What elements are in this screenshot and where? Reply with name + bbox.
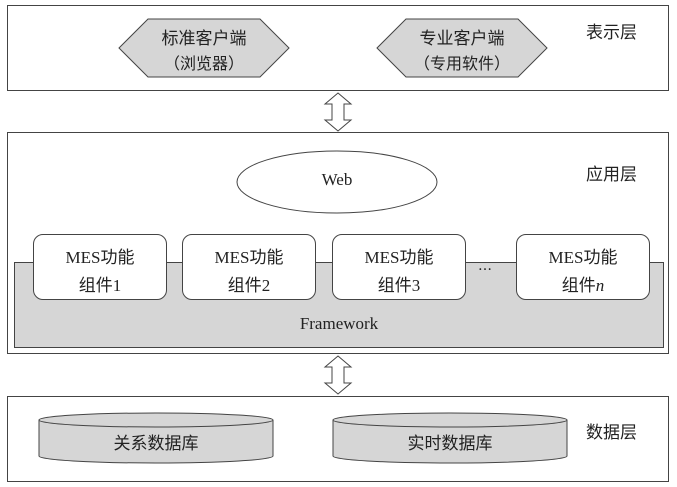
application-layer-label: 应用层 [586,165,637,185]
standard-client-title: 标准客户端 [161,29,247,49]
mes-component-2: MES功能 组件2 [182,234,316,300]
professional-client-title: 专业客户端 [419,29,505,49]
presentation-layer [7,5,669,91]
component-name: 组件n [517,271,649,296]
cylinder-shape [332,412,568,464]
component-title: MES功能 [364,248,434,267]
standard-client-hexagon: 标准客户端 （浏览器） [118,18,290,78]
component-title: MES功能 [65,248,135,267]
cylinder-shape [38,412,274,464]
ellipse-shape [236,150,438,214]
component-name-suffix: n [595,276,605,295]
framework-label: Framework [299,314,379,333]
relational-database-cylinder: 关系数据库 [38,412,274,464]
professional-client-subtitle: （专用软件） [413,54,510,73]
presentation-layer-label: 表示层 [586,23,637,43]
mes-component-1: MES功能 组件1 [33,234,167,300]
standard-client-subtitle: （浏览器） [163,54,244,73]
mes-component-n: MES功能 组件n [516,234,650,300]
ellipsis: … [478,258,494,274]
component-name-prefix: 组件 [561,276,596,295]
relational-database-label: 关系数据库 [113,434,199,454]
hexagon-shape [376,18,548,78]
realtime-database-cylinder: 实时数据库 [332,412,568,464]
component-title: MES功能 [548,248,618,267]
hexagon-shape [118,18,290,78]
double-arrow-icon [323,355,353,395]
data-layer-label: 数据层 [586,423,637,443]
component-name: 组件1 [78,276,122,295]
component-name: 组件2 [227,276,271,295]
mes-component-3: MES功能 组件3 [332,234,466,300]
web-ellipse: Web [236,150,438,214]
web-label: Web [321,170,353,189]
component-title: MES功能 [214,248,284,267]
professional-client-hexagon: 专业客户端 （专用软件） [376,18,548,78]
realtime-database-label: 实时数据库 [407,434,493,454]
component-name: 组件3 [377,276,421,295]
double-arrow-icon [323,92,353,132]
